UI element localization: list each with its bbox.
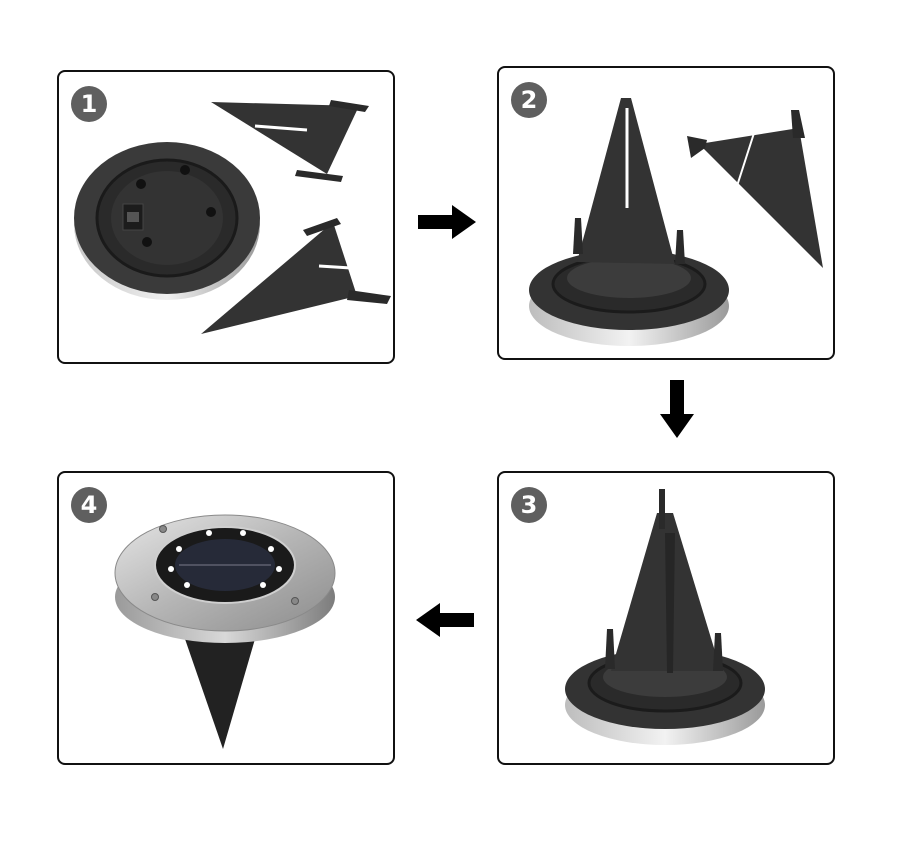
step-4-panel: 4 [57, 471, 395, 765]
step-1-illustration [74, 100, 391, 334]
light-base-with-stake-inserted [529, 98, 729, 346]
light-base-bottom-view [74, 142, 260, 300]
step-3-panel: 3 [497, 471, 835, 765]
stake-half-top [211, 100, 369, 182]
step-2-illustration [529, 98, 823, 346]
stake-half-bottom [201, 218, 391, 334]
step-badge-3: 3 [511, 487, 547, 523]
step-badge-4: 4 [71, 487, 107, 523]
step-1-panel: 1 [57, 70, 395, 364]
solar-ground-light-assembled [114, 514, 336, 749]
step-badge-1: 1 [71, 86, 107, 122]
arrow-right-icon [418, 205, 476, 239]
step-2-panel: 2 [497, 66, 835, 360]
arrow-left-icon [416, 603, 474, 637]
step-3-illustration [565, 489, 765, 745]
light-base-with-assembled-stake [565, 489, 765, 745]
step-badge-2: 2 [511, 82, 547, 118]
step-4-illustration [114, 514, 336, 749]
arrow-down-icon [660, 380, 694, 438]
stake-half-loose [687, 110, 823, 268]
